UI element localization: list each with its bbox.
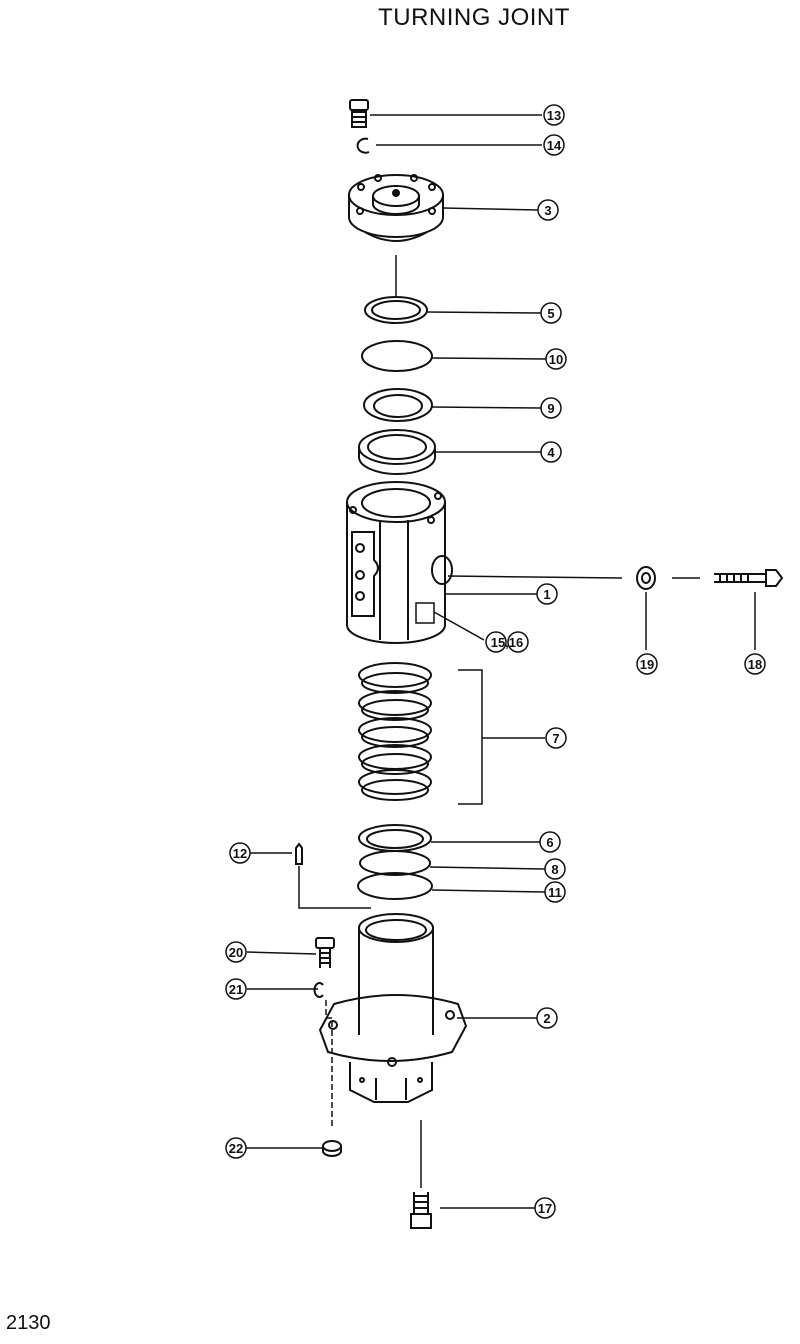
callout-4: 4 (547, 445, 555, 460)
part-10-o-ring (361, 340, 433, 372)
part-4-seal (358, 429, 436, 475)
part-18-bolt (714, 569, 784, 587)
callout-9: 9 (547, 401, 554, 416)
part-9-ring (363, 388, 433, 422)
callout-3: 3 (544, 203, 551, 218)
part-7-seal-set (358, 662, 432, 801)
callout-6: 6 (546, 835, 553, 850)
part-14-snap-ring (356, 137, 370, 154)
part-3-cover (348, 174, 444, 242)
part-12-pin (295, 842, 303, 865)
callout-11: 11 (548, 885, 562, 900)
diagram-title: TURNING JOINT (378, 4, 570, 31)
part-1-body (346, 481, 454, 644)
part-11-ring (357, 872, 433, 900)
part-5-ring (364, 296, 428, 324)
callout-12: 12 (233, 846, 247, 861)
part-22-plug (322, 1140, 342, 1157)
callout-20: 20 (229, 945, 243, 960)
part-21-washer (313, 982, 324, 998)
callout-19: 19 (640, 657, 654, 672)
callout-1: 1 (543, 587, 550, 602)
callout-17: 17 (538, 1201, 552, 1216)
callout-10: 10 (549, 352, 563, 367)
callout-2: 2 (543, 1011, 550, 1026)
callouts (225, 104, 766, 1219)
callout-18: 18 (748, 657, 762, 672)
callout-7: 7 (552, 731, 559, 746)
part-8-ring (359, 850, 431, 876)
page-number: 2130 (6, 1312, 51, 1334)
part-20-bolt (315, 937, 335, 968)
part-19-nut (636, 566, 656, 590)
leader-lines (246, 114, 547, 1209)
callout-15-16: 15,16 (491, 635, 524, 650)
callout-22: 22 (229, 1141, 243, 1156)
part-6-ring (358, 824, 432, 852)
part-2-shaft (318, 913, 468, 1103)
callout-8: 8 (551, 862, 558, 877)
part-17-bolt (410, 1192, 432, 1229)
callout-14: 14 (547, 138, 562, 153)
part-13-plug (349, 99, 369, 128)
callout-5: 5 (547, 306, 554, 321)
callout-21: 21 (229, 982, 243, 997)
callout-13: 13 (547, 108, 561, 123)
